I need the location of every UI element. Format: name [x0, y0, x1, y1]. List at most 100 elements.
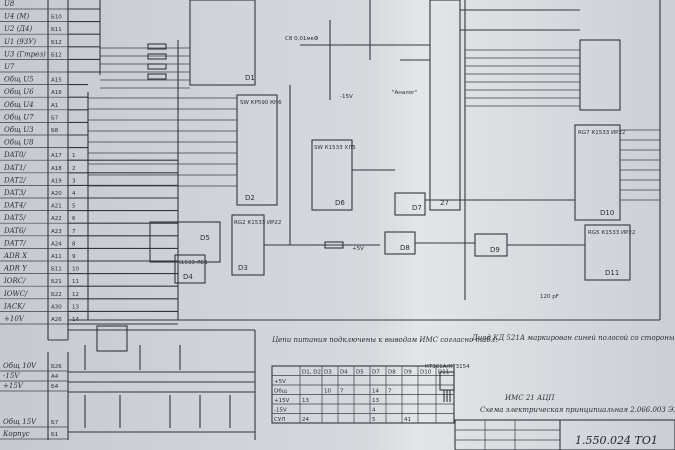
chip-d4-label: К1533 ЛЕ1 [177, 260, 208, 266]
signal-name: DAT0/ [3, 151, 26, 159]
table-cell: 5 [372, 417, 376, 423]
contact-id: А22 [51, 216, 62, 222]
signal-name: DAT2/ [3, 176, 26, 184]
signal-name: DAT6/ [3, 227, 26, 235]
power-signal: Общ 15V [3, 418, 37, 426]
transistor-symbol [439, 371, 455, 402]
signal-name: U8 [4, 0, 15, 8]
diode-note: Диод КД 521А маркирован синей полосой со… [471, 334, 675, 342]
pin-number: 6 [72, 216, 76, 222]
transistor-label: КТ361А/КТ3154 [425, 364, 470, 370]
bus-lines [68, 8, 660, 325]
pin-number: 3 [72, 178, 76, 184]
table-cell: СУЛ [274, 417, 285, 423]
table-cell: 13 [372, 398, 379, 404]
connector-row: IORC/Б21 11 [0, 277, 79, 287]
table-cell: +15V [274, 398, 290, 404]
signal-name: Общ U8 [4, 139, 34, 147]
pin-number: 12 [72, 292, 79, 298]
chip-d2: SW КР590 КН6 D2 [236, 94, 282, 206]
power-signal: +15V [3, 382, 24, 390]
contact-id: Б10 [51, 15, 62, 21]
power-note: Цепи питания подключены к выводам ИМС со… [272, 336, 497, 344]
contact-id: А18 [51, 166, 62, 172]
chip-d10-label: RG7 К1533 ИР22 [578, 130, 625, 136]
power-signal: Корпус [2, 430, 30, 438]
pin-number: 4 [72, 191, 76, 197]
chip-d5: D5 [149, 221, 221, 263]
contact-id: Б21 [51, 279, 62, 285]
table-cell: 10 [324, 388, 331, 394]
pin-number: 2 [72, 166, 76, 172]
chip-d10: RG7 К1533 ИР22 D10 [574, 124, 625, 221]
contact-id: А17 [51, 153, 62, 159]
chip-d6-label: SW К1533 ХЛ5 [314, 145, 356, 151]
pin-number: 8 [72, 241, 76, 247]
table-header-cell: D7 [372, 369, 380, 375]
signal-name: U2 (Д4) [4, 25, 32, 33]
drawing-number: 1.550.024 ТО1 [575, 434, 658, 447]
signal-name: U1 (93У) [4, 38, 36, 46]
top-right-register [579, 39, 621, 111]
power-contact: Б4 [51, 384, 59, 390]
contact-id: Б7 [51, 115, 59, 121]
contact-id: А26 [51, 317, 62, 323]
connector-row: U7 [0, 63, 68, 73]
connector-row: Общ U8 [0, 139, 68, 148]
chip-d9-ref: D9 [490, 246, 500, 254]
pin-number: 11 [72, 279, 79, 285]
contact-id: Б11 [51, 27, 62, 33]
connector-row: U8 [0, 0, 68, 10]
signal-name: DAT7/ [3, 239, 26, 247]
contact-id: А11 [51, 254, 62, 260]
contact-id: А15 [51, 78, 62, 84]
contact-id: А24 [51, 241, 62, 247]
table-header-cell: D8 [388, 369, 396, 375]
chip-d3-label: RG2 К1533 ИР22 [234, 220, 281, 226]
power-row: +15V Б4 [0, 382, 68, 392]
ground-label: "Аналог" [392, 90, 418, 96]
signal-name: U4 (M) [4, 13, 29, 21]
table-cell: 4 [372, 407, 376, 413]
table-cell: 14 [372, 388, 379, 394]
contact-id: Б12 [51, 40, 62, 46]
chip-d7: D7 [394, 192, 426, 216]
chip-d10-ref: D10 [600, 209, 614, 217]
power-signal: Общ 10V [3, 362, 37, 370]
signal-name: DAT3/ [3, 189, 26, 197]
contact-id: А16 [51, 90, 62, 96]
signal-name: DAT1/ [3, 164, 26, 172]
chip-d5-ref: D5 [200, 234, 210, 242]
contact-id: Б11 [51, 267, 62, 273]
contact-id: Б8 [51, 128, 59, 134]
cap-top-label: С8 0,01мкФ [285, 36, 319, 42]
contact-id: А23 [51, 229, 62, 235]
signal-name: DAT4/ [3, 202, 26, 210]
resistor-array [147, 43, 167, 80]
signal-name: IORC/ [3, 277, 26, 285]
power-contact: Б1 [51, 432, 58, 438]
scheme-line: Схема электрическая принципиальная 2.066… [480, 406, 675, 414]
table-cell: +5V [274, 379, 286, 385]
signal-name: Общ U6 [4, 88, 34, 96]
connector-row: Общ U6 А16 [0, 88, 68, 98]
title-block [454, 419, 675, 450]
connector-row: U3 (Гтрез)Б12 [0, 50, 68, 60]
chip-d6: SW К1533 ХЛ5 D6 [311, 139, 356, 211]
bus-wiring [68, 0, 661, 321]
